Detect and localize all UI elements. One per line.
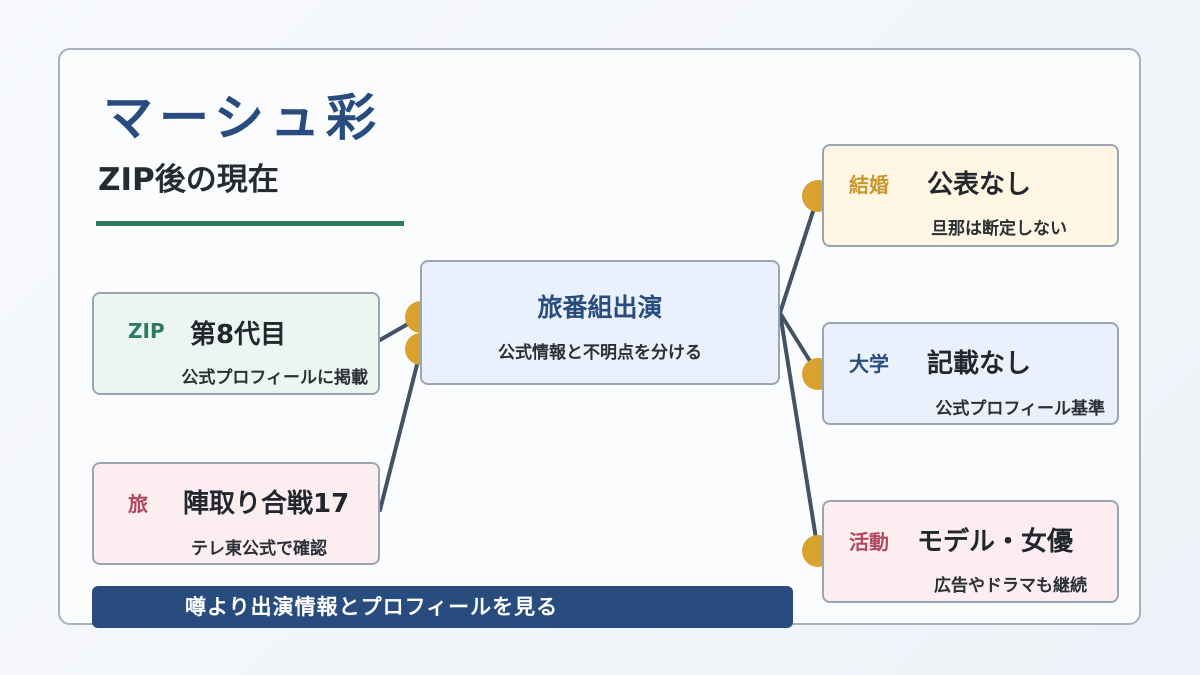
node-tabi-note: テレ東公式で確認 — [191, 539, 327, 559]
center-node-head: 旅番組出演 — [537, 293, 663, 322]
node-tabi-head: 陣取り合戦17 — [183, 489, 350, 519]
node-daigaku: 大学 記載なし 公式プロフィール基準 — [822, 322, 1119, 425]
title-underline — [96, 221, 404, 226]
node-kekkon-note: 旦那は断定しない — [931, 219, 1067, 239]
node-kekkon-head: 公表なし — [927, 170, 1032, 200]
node-daigaku-head: 記載なし — [927, 349, 1032, 379]
connector-katsudo — [778, 311, 820, 553]
node-kekkon: 結婚 公表なし 旦那は断定しない — [822, 144, 1119, 247]
node-zip-tag: ZIP — [128, 319, 165, 343]
connector-tabi — [378, 347, 423, 512]
node-zip-head: 第8代目 — [190, 320, 287, 350]
node-kekkon-tag: 結婚 — [849, 173, 889, 197]
node-katsudo-head: モデル・女優 — [917, 527, 1074, 557]
center-node-note: 公式情報と不明点を分ける — [498, 343, 702, 363]
node-zip: ZIP 第8代目 公式プロフィールに掲載 — [92, 292, 380, 395]
center-node: 旅番組出演 公式情報と不明点を分ける — [420, 260, 780, 385]
node-tabi-tag: 旅 — [128, 492, 148, 516]
node-zip-note: 公式プロフィールに掲載 — [181, 368, 368, 388]
node-katsudo-tag: 活動 — [849, 530, 889, 554]
node-daigaku-note: 公式プロフィール基準 — [935, 399, 1105, 419]
node-katsudo-note: 広告やドラマも継続 — [934, 576, 1087, 596]
node-tabi: 旅 陣取り合戦17 テレ東公式で確認 — [92, 462, 380, 565]
page-title: マーシュ彩 — [103, 89, 382, 147]
page-subtitle: ZIP後の現在 — [98, 162, 279, 198]
node-katsudo: 活動 モデル・女優 広告やドラマも継続 — [822, 500, 1119, 603]
node-daigaku-tag: 大学 — [849, 352, 889, 376]
connector-kekkon — [778, 194, 820, 315]
footer-banner: 噂より出演情報とプロフィールを見る — [92, 586, 793, 628]
